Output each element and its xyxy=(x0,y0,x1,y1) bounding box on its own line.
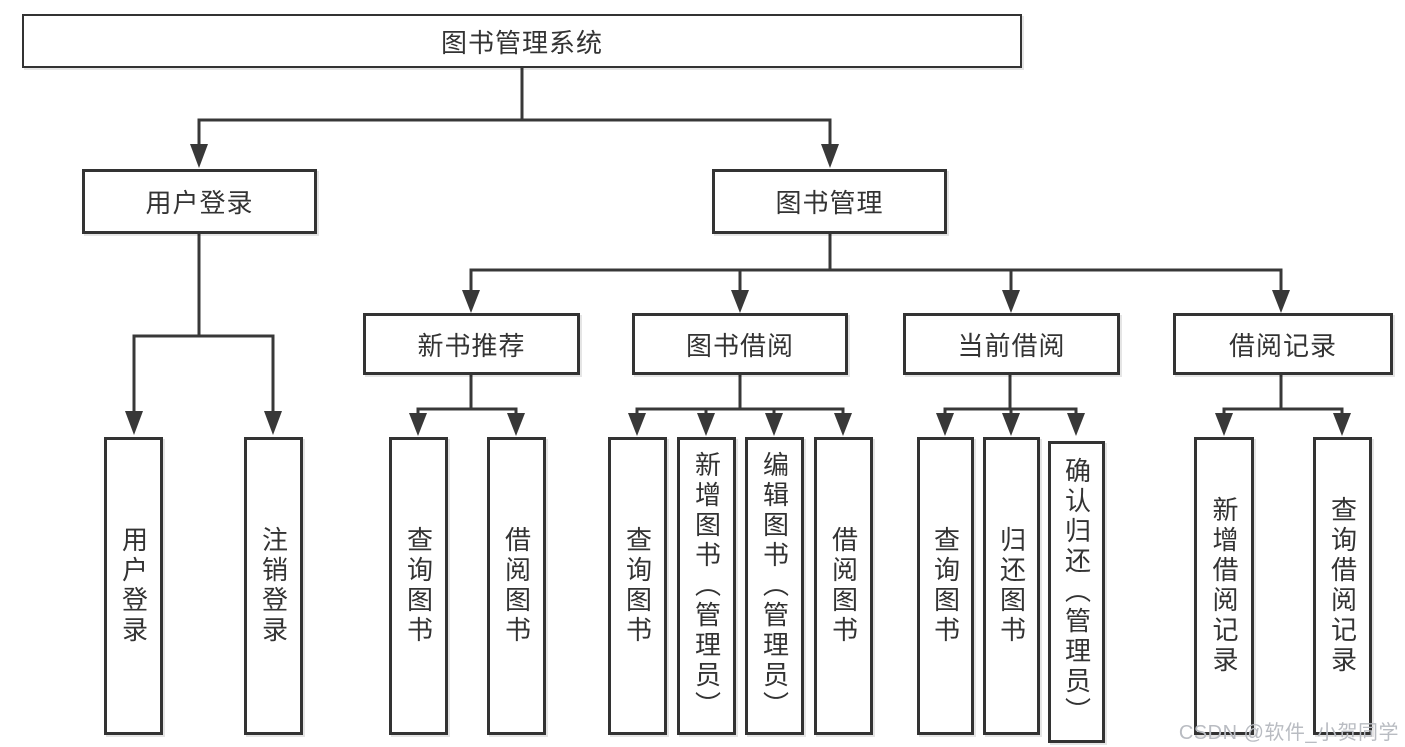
node-label: 注销登录 xyxy=(258,526,289,646)
node-label: 查询借阅记录 xyxy=(1327,496,1358,676)
leaf-query-books-recommend: 查询图书 xyxy=(389,437,448,735)
connector-borrow-records-children xyxy=(1222,373,1344,416)
node-label: 查询图书 xyxy=(930,526,961,646)
arrow-down-icon xyxy=(507,413,525,436)
node-label: 借阅图书 xyxy=(828,526,859,646)
arrow-down-icon xyxy=(1272,290,1290,313)
arrow-down-icon xyxy=(628,413,646,436)
connector-root-to-level2 xyxy=(197,66,832,146)
node-label: 新书推荐 xyxy=(417,330,526,361)
node-book-borrow: 图书借阅 xyxy=(632,313,848,375)
arrow-down-icon xyxy=(834,413,852,436)
node-label: 用户登录 xyxy=(145,188,254,218)
leaf-borrow-books: 借阅图书 xyxy=(814,437,873,735)
leaf-borrow-books-recommend: 借阅图书 xyxy=(487,437,546,735)
connector-book-management-children xyxy=(469,232,1283,293)
node-label: 图书管理系统 xyxy=(440,27,603,58)
arrow-down-icon xyxy=(1215,413,1233,436)
leaf-add-borrow-record: 新增借阅记录 xyxy=(1194,437,1254,735)
connector-current-borrow-children xyxy=(943,373,1078,416)
leaf-return-book: 归还图书 xyxy=(983,437,1040,735)
node-label: 当前借阅 xyxy=(957,330,1066,361)
connector-user-login-children xyxy=(132,232,275,414)
connector-new-book-recommend-children xyxy=(416,373,518,416)
node-book-management: 图书管理 xyxy=(712,169,947,234)
connector-book-borrow-children xyxy=(635,373,845,416)
arrow-down-icon xyxy=(190,144,208,168)
node-new-book-recommend: 新书推荐 xyxy=(363,313,580,375)
csdn-watermark: CSDN @软件_小贺同学 xyxy=(1178,722,1399,744)
node-label: 查询图书 xyxy=(403,526,434,646)
arrow-down-icon xyxy=(697,413,715,436)
node-label: 查询图书 xyxy=(622,526,653,646)
arrow-down-icon xyxy=(731,290,749,313)
arrow-down-icon xyxy=(1002,413,1020,436)
leaf-logout: 注销登录 xyxy=(244,437,303,735)
node-library-system: 图书管理系统 xyxy=(22,14,1022,68)
arrow-down-icon xyxy=(462,290,480,313)
node-label: 图书管理 xyxy=(775,188,884,218)
arrow-down-icon xyxy=(765,413,783,436)
arrow-down-icon xyxy=(409,413,427,436)
node-label: 图书借阅 xyxy=(685,330,794,361)
node-current-borrow: 当前借阅 xyxy=(903,313,1120,375)
arrow-down-icon xyxy=(821,144,839,168)
node-user-login: 用户登录 xyxy=(82,169,317,234)
node-borrow-records: 借阅记录 xyxy=(1173,313,1393,375)
leaf-add-book-admin: 新增图书（管理员） xyxy=(677,437,736,735)
arrow-down-icon xyxy=(1002,290,1020,313)
arrow-down-icon xyxy=(936,413,954,436)
node-label: 确认归还（管理员） xyxy=(1061,457,1092,727)
leaf-query-borrow-record: 查询借阅记录 xyxy=(1313,437,1372,735)
node-label: 编辑图书（管理员） xyxy=(759,451,790,721)
node-label: 用户登录 xyxy=(118,526,149,646)
arrow-down-icon xyxy=(125,411,143,435)
node-label: 归还图书 xyxy=(996,526,1027,646)
arrow-down-icon xyxy=(1333,413,1351,436)
arrow-down-icon xyxy=(264,411,282,435)
node-label: 借阅图书 xyxy=(501,526,532,646)
leaf-edit-book-admin: 编辑图书（管理员） xyxy=(745,437,804,735)
arrow-down-icon xyxy=(1067,413,1085,436)
node-label: 新增图书（管理员） xyxy=(691,451,722,721)
leaf-user-login: 用户登录 xyxy=(104,437,163,735)
leaf-query-books-current: 查询图书 xyxy=(917,437,974,735)
node-label: 新增借阅记录 xyxy=(1209,496,1239,676)
node-label: 借阅记录 xyxy=(1228,330,1337,361)
leaf-confirm-return-admin: 确认归还（管理员） xyxy=(1048,441,1105,743)
arrowheads xyxy=(125,144,1351,436)
leaf-query-books-borrow: 查询图书 xyxy=(608,437,667,735)
